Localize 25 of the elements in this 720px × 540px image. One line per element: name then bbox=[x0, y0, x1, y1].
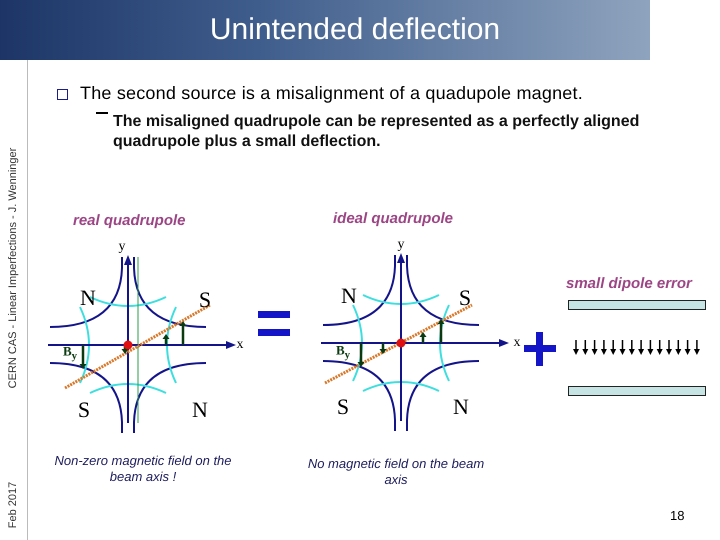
axis-label: x bbox=[236, 338, 244, 352]
diagram-heading: ideal quadrupole bbox=[333, 210, 454, 227]
caption-text: No magnetic field on the beam axis bbox=[306, 456, 486, 488]
diagram-heading: real quadrupole bbox=[73, 212, 186, 229]
pole-label: N bbox=[192, 399, 208, 421]
slide-title: Unintended deflection bbox=[208, 12, 502, 48]
field-label: B$_{y}$ bbox=[336, 343, 350, 361]
diagram-heading: small dipole error bbox=[566, 275, 692, 292]
axis-label: y bbox=[118, 240, 126, 254]
date-text: Feb 2017 bbox=[7, 482, 19, 528]
page-number: 18 bbox=[670, 508, 684, 523]
pole-label: N bbox=[341, 285, 357, 307]
pole-label: S bbox=[458, 287, 472, 309]
pole-label: S bbox=[78, 399, 90, 421]
pole-label: S bbox=[336, 396, 350, 418]
caption-text: Non-zero magnetic field on the beam axis ! bbox=[53, 453, 233, 485]
pole-label: N bbox=[453, 396, 469, 418]
axis-label: y bbox=[398, 238, 404, 252]
sub-bullet-text: The misaligned quadrupole can be represented as a perfectly aligned quadrupole plus a small deflection. bbox=[113, 112, 640, 152]
pole-label: S bbox=[198, 289, 212, 311]
footer-text: CERN CAS - Linear Imperfections - J. Wenninger bbox=[7, 148, 19, 388]
pole-label: N bbox=[80, 287, 96, 309]
bullet-text: The second source is a misalignment of a quadupole magnet. bbox=[80, 83, 584, 104]
field-label: B$_{y}$ bbox=[62, 344, 78, 362]
axis-label: x bbox=[514, 336, 520, 350]
